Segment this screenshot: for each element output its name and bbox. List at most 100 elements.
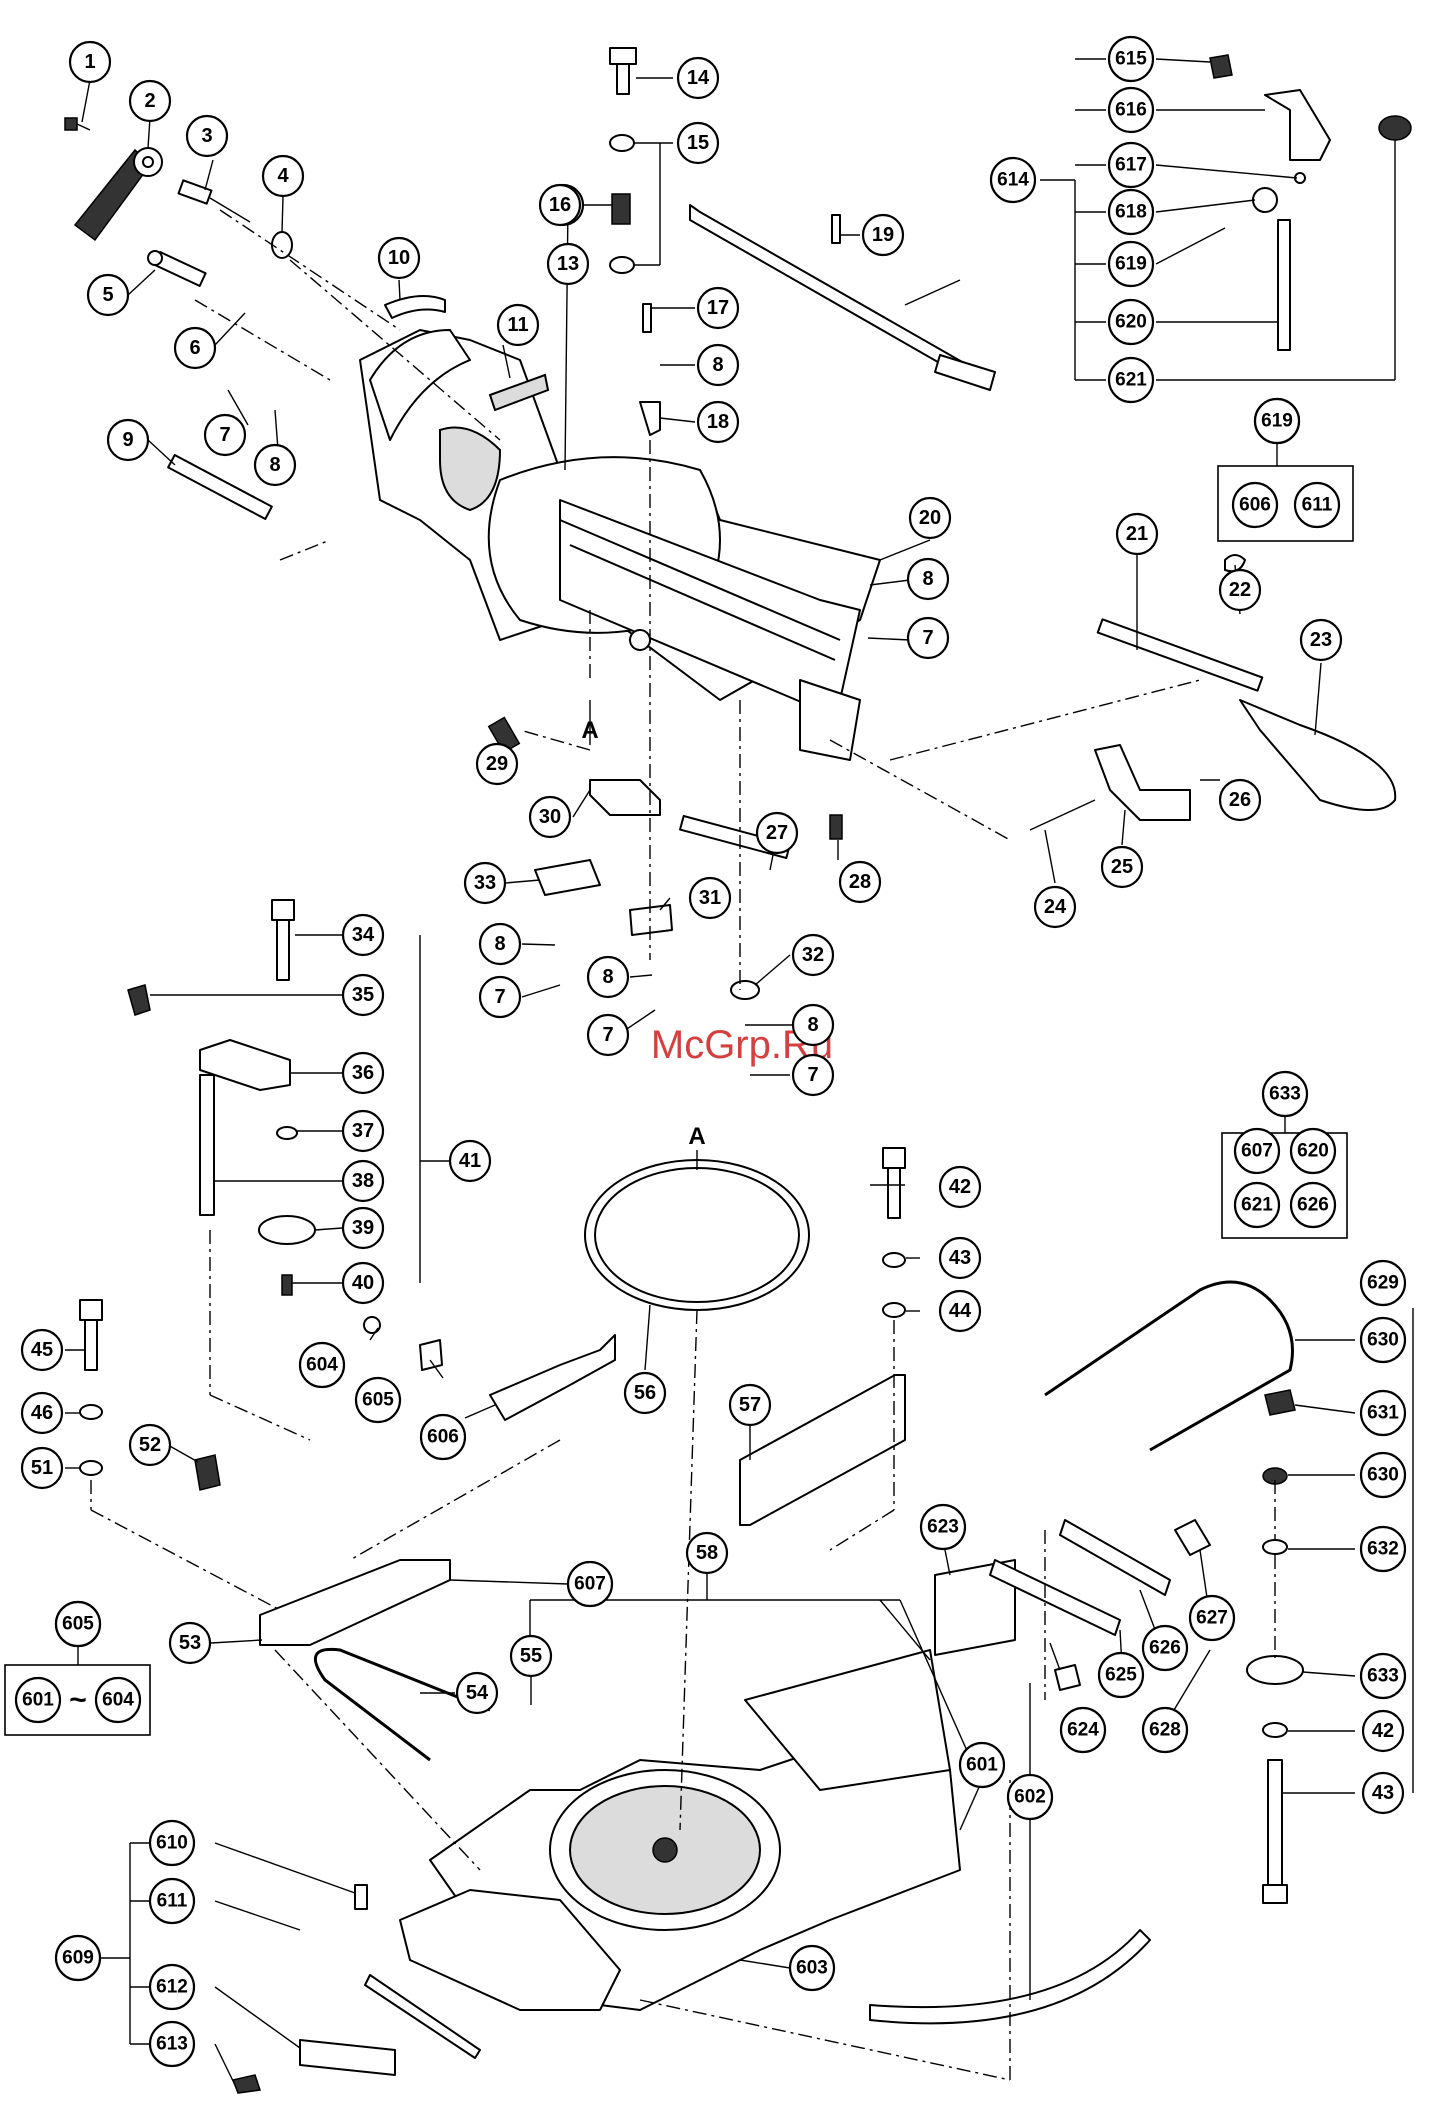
kit-box-605 [4,1664,151,1736]
leader-lines [90,209,1276,2081]
callout-number: 624 [1067,1720,1099,1741]
callout-19: 19 [861,213,905,257]
callout-circle [1218,568,1262,612]
callout-circle [938,1236,982,1280]
callout-circle [728,1383,772,1427]
callout-circle [128,1423,172,1467]
callout-633: 633 [1359,1652,1407,1700]
kit-633-item: 620 [1297,1141,1329,1162]
callout-number: 625 [1105,1665,1137,1686]
callout-bubbles: 1234567891011121314151617818192087212223… [20,35,1407,2068]
callout-number: 31 [699,887,721,909]
washer-15b [609,256,635,274]
callout-number: 10 [388,247,410,269]
callout-number: 609 [62,1948,94,1969]
callout-43: 43 [1361,1771,1405,1815]
callout-8: 8 [586,955,630,999]
callout-circle [148,1963,196,2011]
callout-circle [1299,618,1343,662]
washer-32 [730,980,760,1000]
kit-605-items: 601 ~ 604 [14,1676,142,1724]
saw-arm-housing [359,329,881,761]
kit-633-items: 607 620 621 626 [1233,1127,1337,1229]
callout-number: 2 [144,90,155,112]
callout-circle [1141,1624,1189,1672]
callout-612: 612 [148,1963,196,2011]
callout-number: 623 [927,1517,959,1538]
bolt-42-right [882,1147,906,1318]
callout-8: 8 [906,557,950,601]
callout-number: 56 [634,1382,656,1404]
callout-number: 612 [156,1977,188,1998]
callout-circle [478,922,522,966]
callout-number: 7 [494,986,505,1008]
callout-602: 602 [1006,1773,1054,1821]
svg-text:605: 605 [62,1614,94,1635]
callout-20: 20 [908,496,952,540]
callout-603: 603 [788,1944,836,1992]
callout-601: 601 [958,1741,1006,1789]
callout-number: 19 [872,224,894,246]
callout-circle [354,1376,402,1424]
callout-51: 51 [20,1446,64,1490]
callout-number: 610 [156,1833,188,1854]
callout-circle [566,1560,614,1608]
plate-33 [534,859,601,896]
callout-circle [1115,512,1159,556]
callout-circle [1107,141,1155,189]
callout-circle [341,913,385,957]
bar-end [934,354,996,391]
callout-number: 55 [520,1645,542,1667]
callout-circle [148,1819,196,1867]
callout-627: 627 [1188,1594,1236,1642]
callout-circle [463,861,507,905]
kit-633-item: 607 [1241,1141,1273,1162]
knob-45 [194,1454,221,1491]
callout-number: 3 [201,125,212,147]
callout-23: 23 [1299,618,1343,662]
callout-number: 24 [1044,896,1067,918]
callout-607: 607 [566,1560,614,1608]
callout-number: 621 [1115,370,1147,391]
callout-circle [341,1206,385,1250]
callout-circle [1359,1316,1407,1364]
bolt-42-left [79,1299,103,1476]
callout-number: 601 [966,1755,998,1776]
subfence-assembly [231,1884,481,2094]
callout-number: 8 [712,354,723,376]
callout-number: 615 [1115,49,1147,70]
callout-number: 34 [352,924,375,946]
callout-circle [586,955,630,999]
callout-number: 51 [31,1457,53,1479]
callout-number: 603 [796,1958,828,1979]
callout-number: 627 [1196,1608,1228,1629]
callout-circle [173,326,217,370]
callout-circle [20,1391,64,1435]
callout-21: 21 [1115,512,1159,556]
ring-53 [584,1159,810,1311]
callout-circle [475,742,519,786]
callout-630: 630 [1359,1451,1407,1499]
fence-assembly [934,1519,1211,1691]
bolt-14 [609,47,637,95]
callout-number: 7 [807,1064,818,1086]
kit-box-633 [1221,1132,1348,1239]
callout-number: 604 [306,1355,338,1376]
cover-plate [384,295,446,319]
callout-number: 8 [602,966,613,988]
callout-number: 23 [1310,629,1332,651]
callout-number: 33 [474,872,496,894]
callout-circle [68,40,112,84]
callout-circle [791,933,835,977]
callout-number: 30 [539,806,561,828]
callout-circle [419,1413,467,1461]
callout-3: 3 [185,114,229,158]
callout-number: 40 [352,1272,374,1294]
callout-621: 621 [1107,356,1155,404]
callout-number: 17 [707,297,729,319]
callout-43: 43 [938,1236,982,1280]
section-marker-a-bottom: A [688,1123,705,1150]
callout-circle [919,1503,967,1551]
callout-number: 52 [139,1434,161,1456]
